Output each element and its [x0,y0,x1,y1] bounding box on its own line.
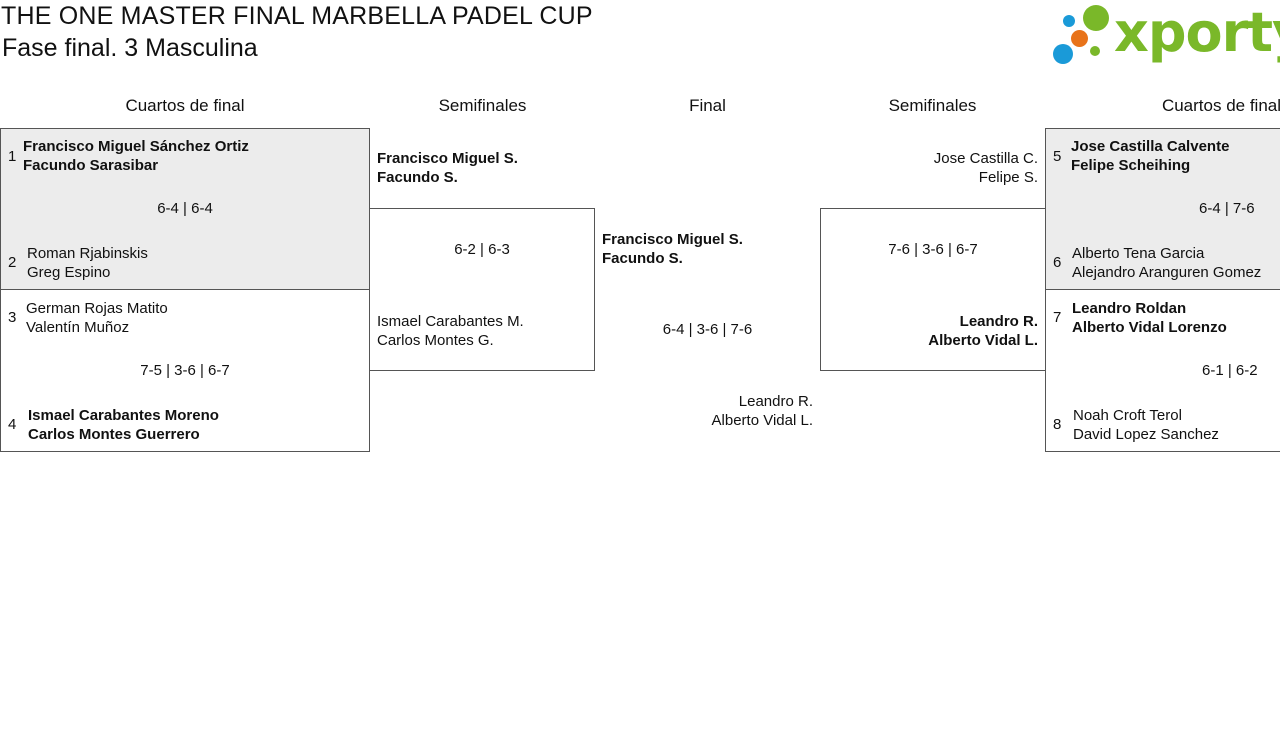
column-header-sf-left: Semifinales [438,96,527,115]
sf-left-top-player-2: Facundo S. [377,169,458,186]
match-score: 6-4 | 7-6 [1199,200,1255,217]
column-header-qf-right: Cuartos de final [1161,96,1280,115]
team-player-1: Alberto Tena Garcia [1072,245,1205,262]
logo-dot-orange [1071,30,1088,47]
draw-subtitle: Fase final. 3 Masculina [2,34,258,62]
team-player-1: Francisco Miguel Sánchez Ortiz [23,138,249,155]
sf-left-match[interactable]: 6-2 | 6-3 Ismael Carabantes M. Carlos Mo… [369,208,595,371]
seed-number: 6 [1053,254,1062,271]
team-player-1: German Rojas Matito [26,300,168,317]
seed-number: 5 [1053,148,1062,165]
team-player-1: Leandro Roldan [1072,300,1187,317]
tournament-title: THE ONE MASTER FINAL MARBELLA PADEL CUP [1,2,593,30]
column-header-qf-left: Cuartos de final [125,96,245,115]
match-score: 6-1 | 6-2 [1202,362,1258,379]
team-player-1: Roman Rjabinskis [27,245,148,262]
logo-dot-green [1083,5,1109,31]
match-score: 6-2 | 6-3 [454,241,510,258]
qf-left-match-2[interactable]: 3 German Rojas Matito Valentín Muñoz 7-5… [0,289,370,452]
logo-dot-green-small [1090,46,1100,56]
seed-number: 7 [1053,309,1062,326]
qf-left-match-1[interactable]: 1 Francisco Miguel Sánchez Ortiz Facundo… [0,128,370,290]
sf-right-top-player-2: Felipe S. [978,169,1038,186]
final-score: 6-4 | 3-6 | 7-6 [662,321,753,338]
final-bottom-player-2: Alberto Vidal L. [711,412,813,429]
qf-right-match-1[interactable]: 5 Jose Castilla Calvente Felipe Scheihin… [1045,128,1280,290]
team-player-1: Jose Castilla Calvente [1071,138,1230,155]
qf-right-match-2[interactable]: 7 Leandro Roldan Alberto Vidal Lorenzo 6… [1045,289,1280,452]
logo-wordmark: xporty [1114,1,1280,64]
team-player-2: Carlos Montes G. [377,332,494,349]
team-player-2: Facundo Sarasibar [23,157,159,174]
team-player-2: David Lopez Sanchez [1073,426,1219,443]
team-player-1: Ismael Carabantes Moreno [28,407,219,424]
column-header-sf-right: Semifinales [888,96,977,115]
match-score: 7-6 | 3-6 | 6-7 [888,241,978,258]
sf-left-top-player-1: Francisco Miguel S. [377,150,518,167]
logo-dot-blue-large [1053,44,1073,64]
sf-right-top-player-1: Jose Castilla C. [933,150,1038,167]
seed-number: 8 [1053,416,1062,433]
team-player-2: Alejandro Aranguren Gomez [1072,264,1262,281]
seed-number: 1 [8,148,17,165]
team-player-2: Carlos Montes Guerrero [28,426,200,443]
seed-number: 3 [8,309,17,326]
logo-dot-blue-small [1063,15,1075,27]
team-player-2: Greg Espino [27,264,111,281]
team-player-2: Alberto Vidal L. [928,332,1038,349]
team-player-2: Valentín Muñoz [26,319,130,336]
team-player-1: Leandro R. [959,313,1038,330]
team-player-2: Felipe Scheihing [1071,157,1191,174]
match-score: 7-5 | 3-6 | 6-7 [140,362,230,379]
final-top-player-1: Francisco Miguel S. [602,231,743,248]
final-bottom-player-1: Leandro R. [738,393,813,410]
final-top-player-2: Facundo S. [602,250,683,267]
seed-number: 2 [8,254,17,271]
seed-number: 4 [8,416,17,433]
sf-right-match[interactable]: 7-6 | 3-6 | 6-7 Leandro R. Alberto Vidal… [820,208,1046,371]
team-player-2: Alberto Vidal Lorenzo [1072,319,1227,336]
xporty-logo[interactable]: xporty [1050,1,1280,67]
column-header-final: Final [689,96,726,115]
team-player-1: Noah Croft Terol [1073,407,1182,424]
team-player-1: Ismael Carabantes M. [377,313,524,330]
match-score: 6-4 | 6-4 [157,200,213,217]
